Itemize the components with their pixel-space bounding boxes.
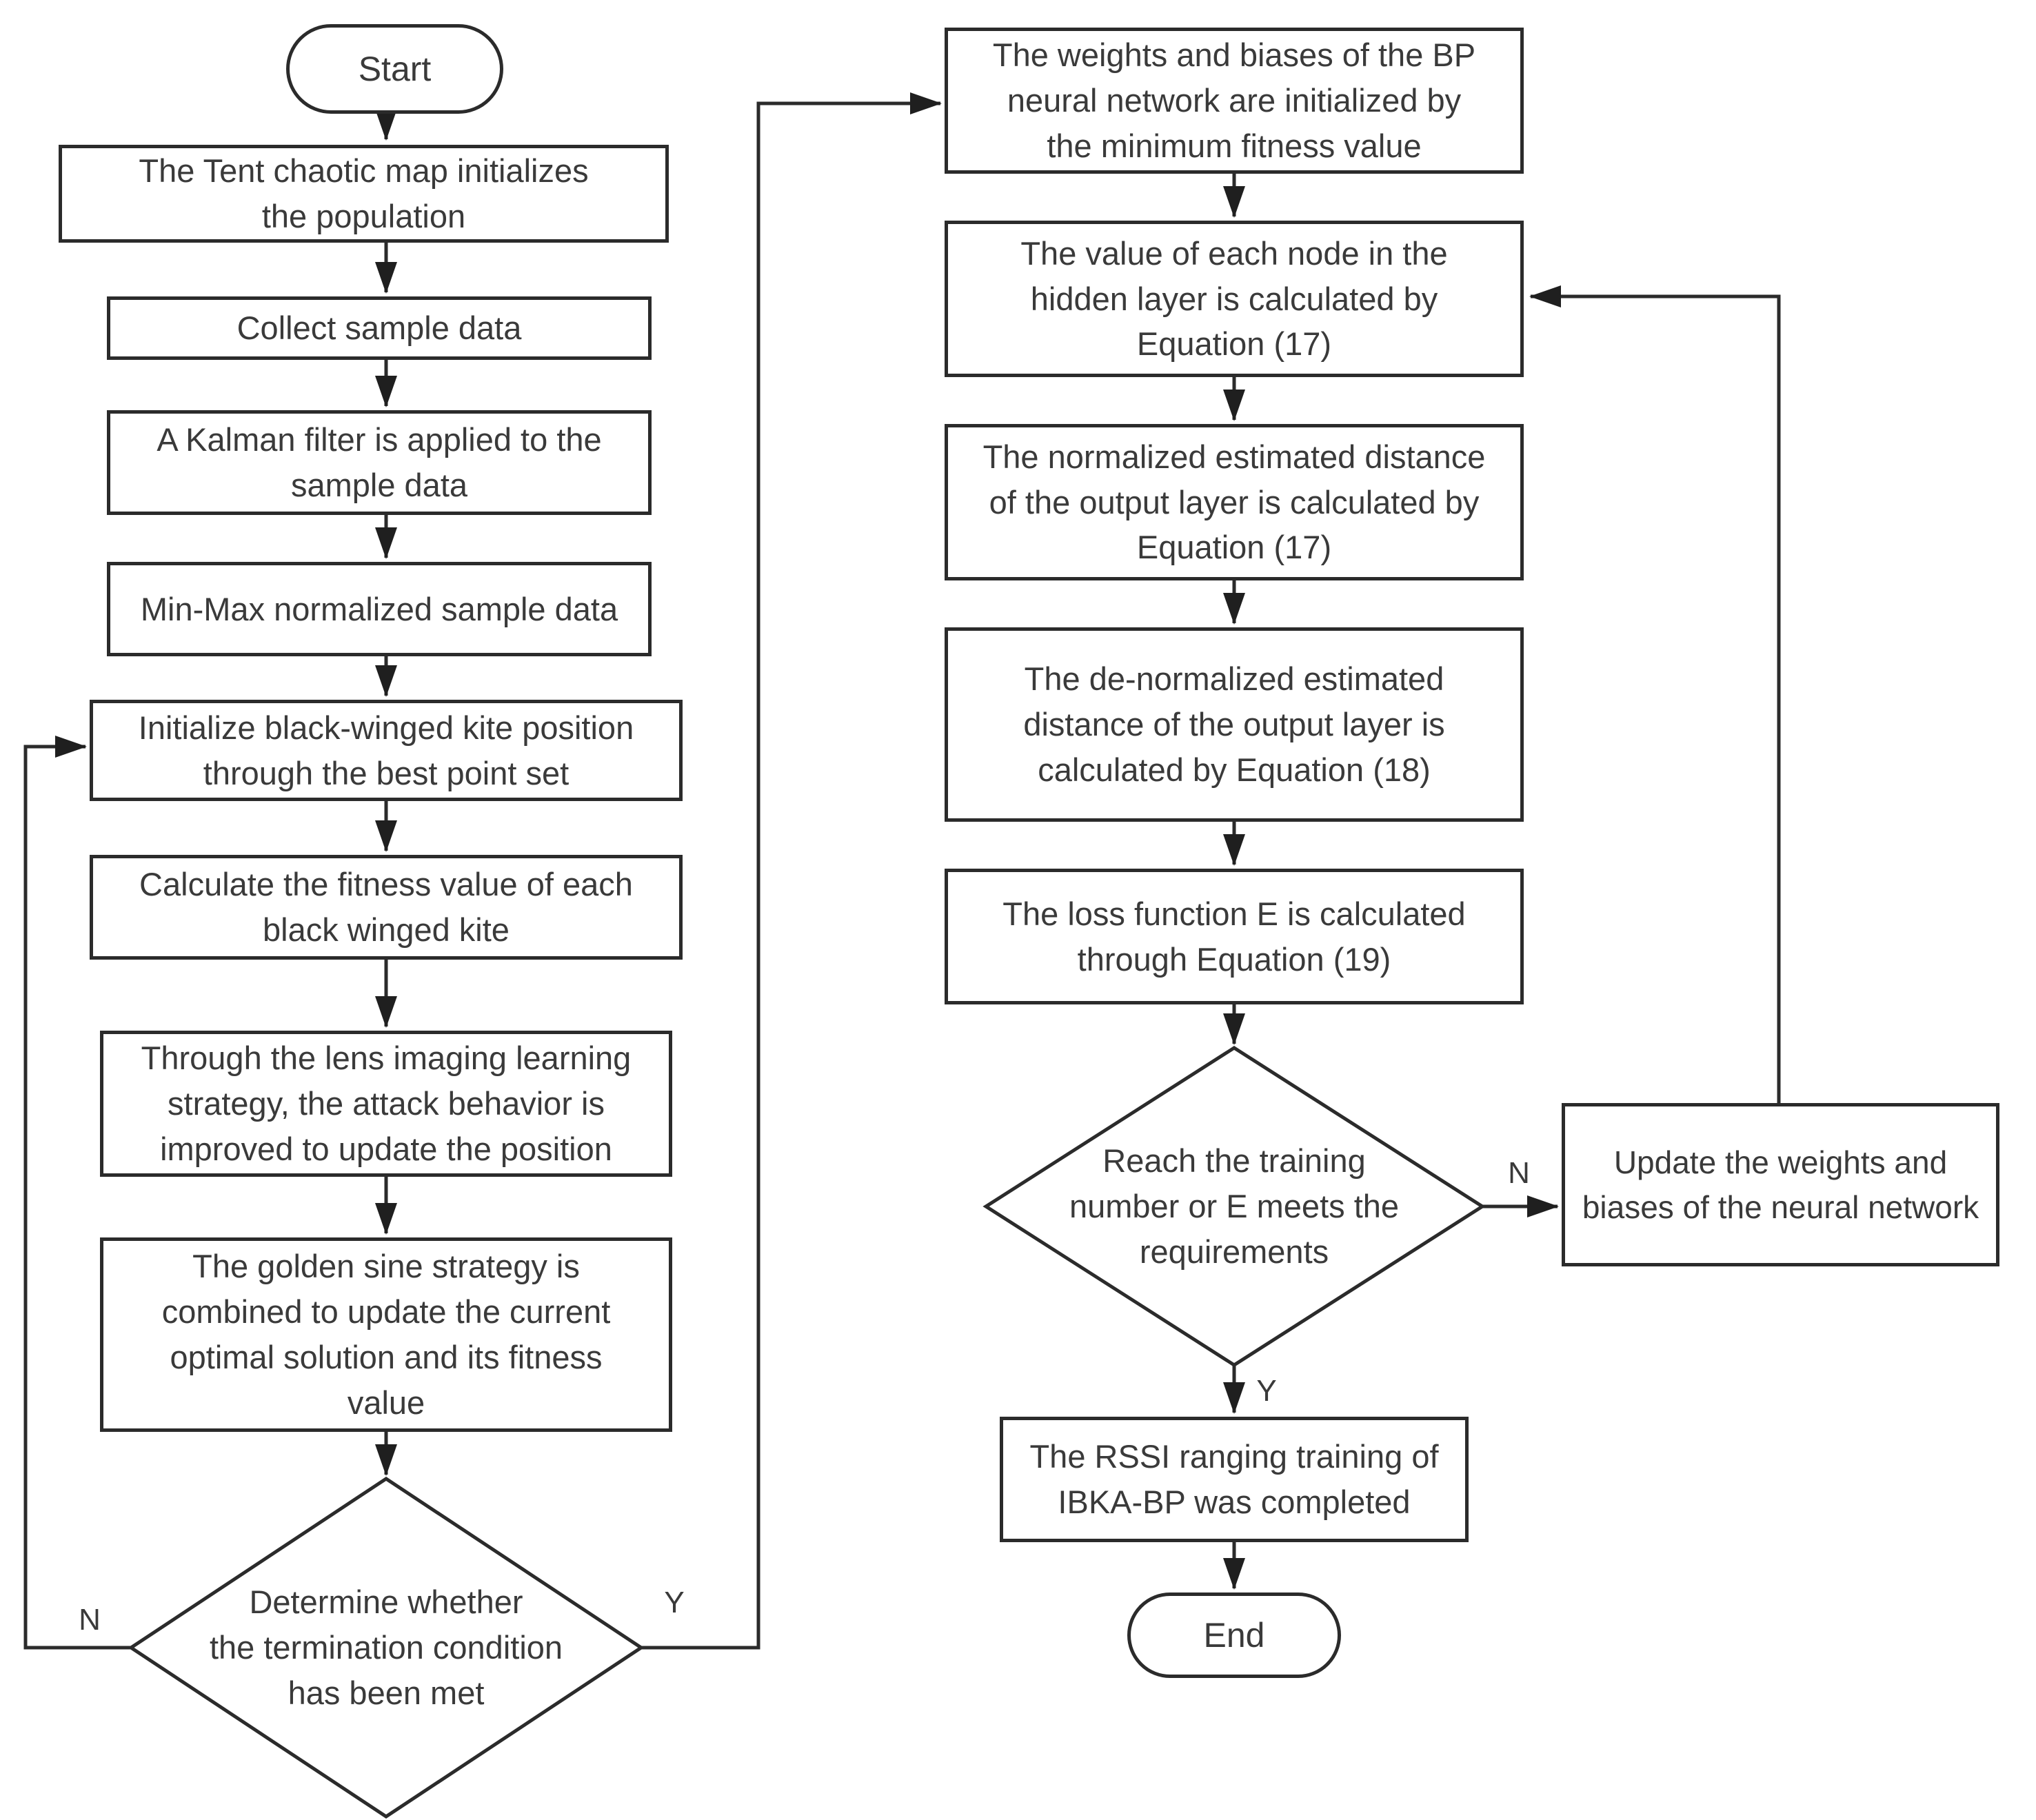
step-normalized-distance: The normalized estimated distance of the… [945, 424, 1524, 580]
arrow-update-loop-back [1529, 285, 1781, 1103]
step-collect-data: Collect sample data [107, 296, 652, 360]
step-rssi-completed: The RSSI ranging training of IBKA-BP was… [1000, 1417, 1469, 1542]
step-update-weights: Update the weights and biases of the neu… [1562, 1103, 1999, 1266]
step-init-kite-position: Initialize black-winged kite position th… [90, 700, 683, 801]
end-node: End [1127, 1593, 1341, 1678]
arrow-no-loop-left [23, 736, 131, 1650]
label-y-left: Y [664, 1586, 685, 1619]
step-calc-fitness: Calculate the fitness value of each blac… [90, 855, 683, 960]
diamond-termination-shape [128, 1477, 645, 1819]
step-loss-function: The loss function E is calculated throug… [945, 869, 1524, 1004]
label-n-right: N [1508, 1156, 1530, 1190]
step-tent-init: The Tent chaotic map initializes the pop… [59, 145, 669, 243]
step-bp-init-weights: The weights and biases of the BP neural … [945, 28, 1524, 174]
step-kalman-filter: A Kalman filter is applied to the sample… [107, 410, 652, 515]
step-lens-imaging: Through the lens imaging learning strate… [100, 1031, 672, 1177]
label-n-left: N [79, 1603, 101, 1637]
step-denormalized-distance: The de-normalized estimated distance of … [945, 627, 1524, 822]
decision-termination-label: Determine whether the termination condit… [209, 1584, 563, 1711]
label-y-right: Y [1256, 1374, 1277, 1408]
decision-training-label: Reach the training number or E meets the… [1069, 1142, 1400, 1270]
step-hidden-layer-calc: The value of each node in the hidden lay… [945, 221, 1524, 377]
step-minmax-normalize: Min-Max normalized sample data [107, 562, 652, 656]
step-golden-sine: The golden sine strategy is combined to … [100, 1237, 672, 1432]
arrow-yes-to-bp-init [641, 92, 942, 1650]
start-node: Start [286, 24, 503, 114]
